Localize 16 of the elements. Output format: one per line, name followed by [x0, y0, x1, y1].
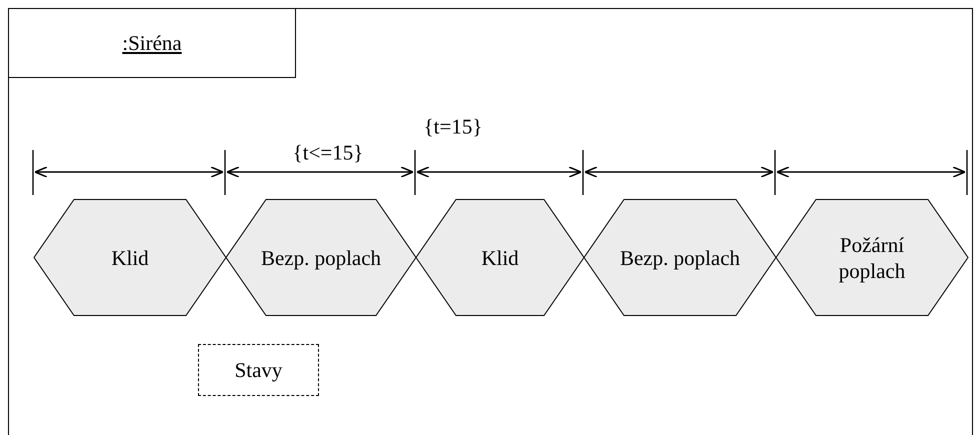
group-label: Stavy [234, 357, 282, 383]
state-label: Požární poplach [838, 232, 906, 284]
state-label: Bezp. poplach [260, 244, 382, 270]
duration-constraint: {t=15} [424, 114, 482, 140]
state-label: Klid [111, 244, 149, 270]
state-group-box [198, 344, 319, 396]
frame-title: :Siréna [122, 30, 182, 56]
frame [8, 8, 973, 435]
state-hexagon [776, 199, 968, 316]
duration-constraint: {t<=15} [292, 140, 364, 166]
state-hexagon [34, 199, 226, 316]
state-label: Bezp. poplach [620, 244, 740, 270]
state-hexagon [226, 199, 416, 316]
state-label: Klid [481, 244, 519, 270]
state-hexagon [584, 199, 776, 316]
state-hexagon [416, 199, 584, 316]
